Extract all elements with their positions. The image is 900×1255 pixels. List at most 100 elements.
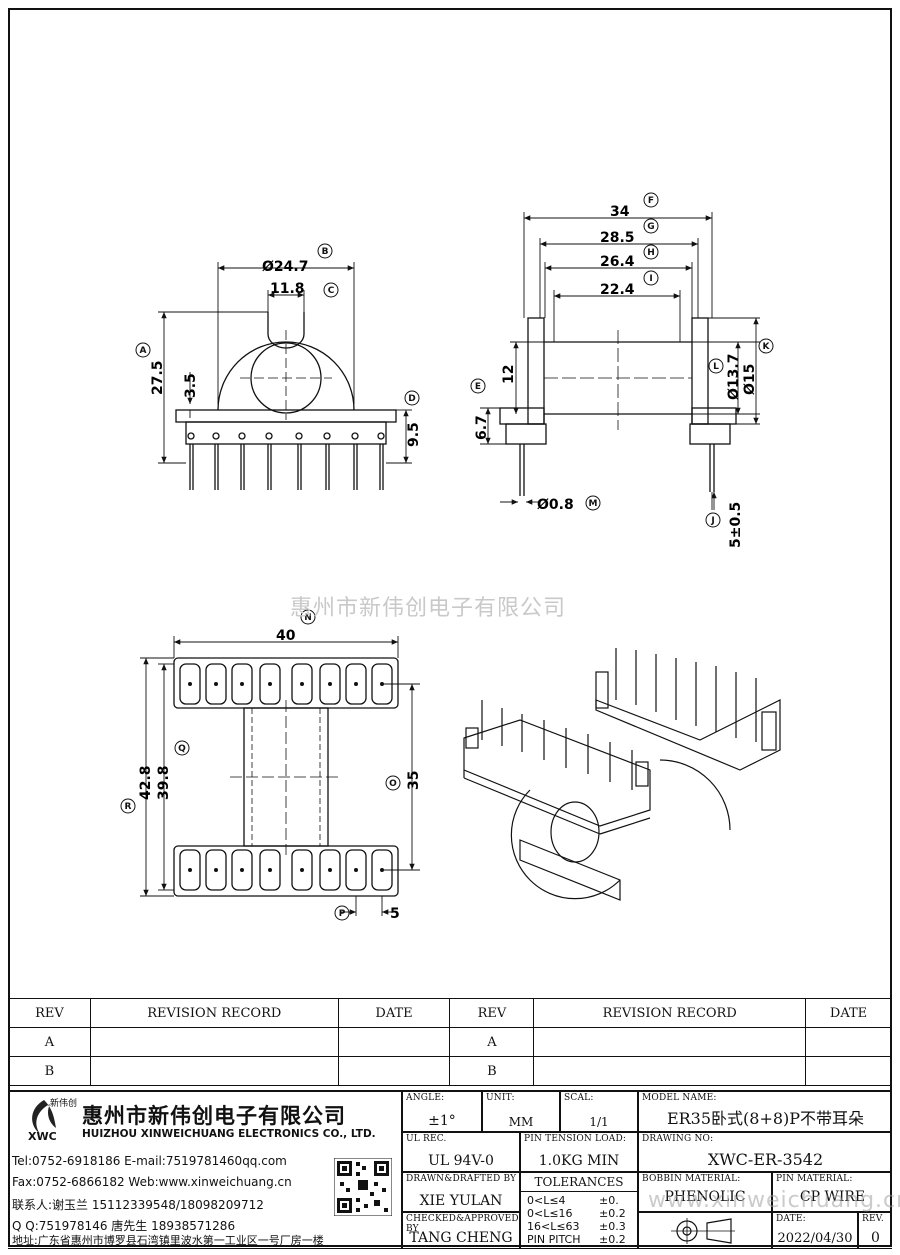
dim-f: 34 — [610, 204, 630, 220]
technical-drawing: Ø24.7 11.8 27.5 3.5 9.5 — [120, 192, 781, 922]
dim-r: 42.8 — [138, 765, 154, 800]
unit-value: MM — [508, 1115, 534, 1129]
pin-material-value: CP WIRE — [799, 1189, 866, 1205]
iso-pins-front — [481, 700, 633, 790]
date-cell — [337, 1056, 451, 1086]
date-cell: DATE: 2022/04/30 — [772, 1212, 858, 1249]
rev-cell: B — [449, 1056, 535, 1086]
callout-a: A — [140, 346, 147, 356]
dim-n: 40 — [276, 628, 296, 644]
callout-b: B — [322, 247, 329, 257]
angle-label: ANGLE: — [406, 1093, 445, 1103]
dim-l: Ø13.7 — [726, 354, 742, 400]
isometric-view — [463, 648, 781, 901]
company-name-en: HUIZHOU XINWEICHUANG ELECTRONICS CO., LT… — [82, 1128, 376, 1140]
record-cell — [533, 1027, 807, 1057]
pin-tension-cell: PIN TENSION LOAD: 1.0KG MIN — [520, 1132, 638, 1172]
rev-cell: A — [449, 1027, 535, 1057]
checked-value: TANG CHENG — [409, 1230, 513, 1246]
dim-p: 5 — [390, 906, 400, 922]
title-block: XWC 新伟创 惠州市新伟创电子有限公司 HUIZHOU XINWEICHUAN… — [8, 1090, 900, 1249]
unit-label: UNIT: — [486, 1093, 515, 1103]
dim-k: Ø15 — [742, 364, 758, 395]
checked-cell: CHECKED&APPROVED BY TANG CHENG — [402, 1212, 520, 1249]
bobbin-cell: BOBBIN MATERIAL: PHENOLIC — [638, 1172, 772, 1212]
rev-header: REV — [449, 998, 535, 1028]
logo-text: XWC — [28, 1130, 57, 1142]
pin-tension-value: 1.0KG MIN — [538, 1153, 620, 1169]
bobbin-label: BOBBIN MATERIAL: — [642, 1174, 741, 1184]
callout-d: D — [408, 394, 415, 404]
top-dimensions — [140, 636, 420, 916]
model-label: MODEL NAME: — [642, 1093, 717, 1103]
ul-label: UL REC. — [406, 1134, 447, 1144]
tolerances-cell: TOLERANCES 0<L≤4 ±0. 0<L≤16 ±0.2 16<L≤63… — [520, 1172, 638, 1249]
company-fax: Fax:0752-6866182 Web:www.xinweichuang.cn — [12, 1175, 292, 1189]
revision-table: REV REVISION RECORD DATE REV REVISION RE… — [8, 998, 892, 1086]
dim-6-7: 6.7 — [474, 415, 490, 440]
pin-tension-label: PIN TENSION LOAD: — [524, 1134, 627, 1144]
bobbin-value: PHENOLIC — [664, 1189, 746, 1205]
logo-cn: 新伟创 — [50, 1099, 78, 1109]
revision-record-header: REVISION RECORD — [89, 998, 339, 1028]
dim-12: 12 — [501, 365, 517, 384]
callout-i: I — [649, 274, 652, 284]
company-qq: Q Q:751978146 唐先生 18938571286 — [12, 1219, 236, 1233]
tol-range-1: 0<L≤4 — [527, 1194, 566, 1207]
checked-label: CHECKED&APPROVED BY — [406, 1214, 519, 1234]
drawing-no-value: XWC-ER-3542 — [707, 1150, 824, 1169]
dim-i: 22.4 — [600, 282, 635, 298]
tol-value-3: ±0.3 — [599, 1220, 626, 1233]
top-slots-lower — [179, 849, 393, 891]
record-cell — [89, 1027, 339, 1057]
watermark: 惠州市新伟创电子有限公司 — [290, 596, 567, 621]
rev-cell: B — [8, 1056, 91, 1086]
callout-j: J — [710, 516, 714, 526]
company-tel: Tel:0752-6918186 E-mail:7519781460qq.com — [12, 1154, 287, 1168]
record-cell — [533, 1056, 807, 1086]
top-view — [173, 657, 399, 897]
rev-value: 0 — [871, 1230, 880, 1246]
callout-r: R — [125, 802, 132, 812]
drawn-value: XIE YULAN — [419, 1193, 503, 1209]
tol-value-1: ±0. — [599, 1194, 619, 1207]
projection-symbol-icon — [671, 1218, 735, 1244]
angle-cell: ANGLE: ±1° — [402, 1092, 482, 1132]
date-header: DATE — [805, 998, 892, 1028]
dim-a: 27.5 — [150, 360, 166, 395]
drawing-no-label: DRAWING NO: — [642, 1134, 714, 1144]
callout-n: N — [304, 613, 312, 623]
dim-c: 11.8 — [270, 281, 305, 297]
callout-o: O — [389, 779, 397, 789]
revision-header-row: REV REVISION RECORD DATE REV REVISION RE… — [8, 998, 892, 1028]
side-view — [499, 317, 737, 496]
date-value: 2022/04/30 — [777, 1231, 853, 1246]
dim-j: 5±0.5 — [728, 502, 744, 548]
callout-p: P — [339, 909, 346, 919]
company-address: 地址:广东省惠州市博罗县石湾镇里波水第一工业区一号厂房一楼 — [12, 1234, 324, 1247]
dim-g: 28.5 — [600, 230, 635, 246]
web-watermark: www.xinweichuang.cn — [648, 1188, 900, 1213]
callout-e: E — [475, 382, 481, 392]
date-header: DATE — [337, 998, 451, 1028]
front-pins — [189, 444, 384, 490]
callout-c: C — [328, 286, 335, 296]
tolerances-label: TOLERANCES — [521, 1173, 637, 1192]
dim-o: 35 — [406, 771, 422, 790]
rev-label: REV. — [862, 1214, 884, 1224]
iso-pins-back — [615, 648, 757, 742]
company-block: XWC 新伟创 惠州市新伟创电子有限公司 HUIZHOU XINWEICHUAN… — [8, 1092, 402, 1249]
drawing-no-cell: DRAWING NO: XWC-ER-3542 — [638, 1132, 892, 1172]
rev-header: REV — [8, 998, 91, 1028]
date-label: DATE: — [776, 1214, 806, 1224]
side-dimensions — [480, 212, 760, 510]
scale-label: SCAL: — [564, 1093, 594, 1103]
pin-material-label: PIN MATERIAL: — [776, 1174, 853, 1184]
tol-value-2: ±0.2 — [599, 1207, 626, 1220]
pin-material-cell: PIN MATERIAL: CP WIRE — [772, 1172, 892, 1212]
rev-cell: A — [8, 1027, 91, 1057]
callout-q: Q — [178, 744, 186, 754]
callout-k: K — [763, 342, 771, 352]
ul-value: UL 94V-0 — [428, 1153, 494, 1169]
date-cell — [805, 1056, 892, 1086]
